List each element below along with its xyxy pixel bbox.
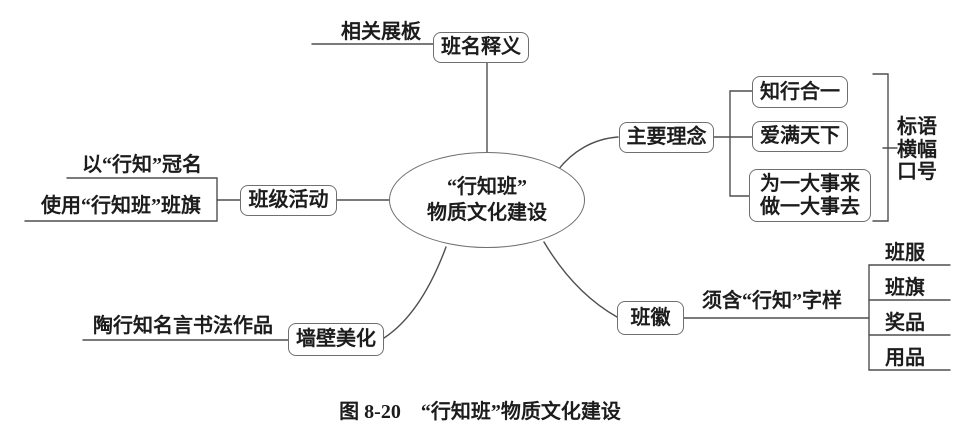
figure-caption: 图 8-20 “行知班”物质文化建设 — [339, 401, 621, 423]
label-must-contain-xingzhi: 须含“行知”字样 — [702, 290, 842, 312]
node-class-emblem: 班徽 — [617, 301, 684, 335]
leaf-tao-xingzhi-calligraphy: 陶行知名言书法作品 — [93, 315, 273, 337]
connector-center-to-wall-beautify — [383, 246, 447, 339]
node-wall-beautification: 墙壁美化 — [288, 323, 384, 356]
leaf-use-class-flag: 使用“行知班”班旗 — [41, 195, 201, 217]
label-banner: 横幅 — [897, 138, 937, 161]
leaf-named-after-xingzhi: 以“行知”冠名 — [82, 154, 202, 176]
node-great-cause-line2: 做一大事去 — [760, 195, 860, 218]
node-class-activities: 班级活动 — [240, 185, 337, 216]
label-slogan: 标语 — [897, 116, 937, 138]
node-great-cause-line1: 为一大事来 — [760, 172, 860, 195]
central-node-line1: “行知班” — [447, 176, 527, 198]
label-motto: 口号 — [897, 161, 937, 183]
node-unity-of-knowing-doing: 知行合一 — [752, 76, 848, 108]
node-love-fills-world: 爱满天下 — [752, 121, 848, 152]
connector-center-to-main-ideas — [557, 136, 619, 171]
leaf-prizes: 奖品 — [885, 312, 925, 334]
node-great-cause: 为一大事来 做一大事去 — [749, 169, 871, 222]
leaf-supplies: 用品 — [885, 347, 925, 369]
leaf-class-uniform: 班服 — [885, 242, 925, 264]
node-main-ideas: 主要理念 — [619, 122, 714, 153]
label-slogan-banner-motto: 标语 横幅 口号 — [897, 116, 937, 184]
connector-center-to-class-emblem — [543, 241, 618, 318]
leaf-class-flag: 班旗 — [885, 277, 925, 299]
node-class-name-meaning: 班名释义 — [433, 32, 529, 63]
leaf-related-boards: 相关展板 — [341, 21, 421, 43]
central-node-line2: 物质文化建设 — [427, 202, 547, 224]
central-node: “行知班” 物质文化建设 — [389, 152, 585, 248]
